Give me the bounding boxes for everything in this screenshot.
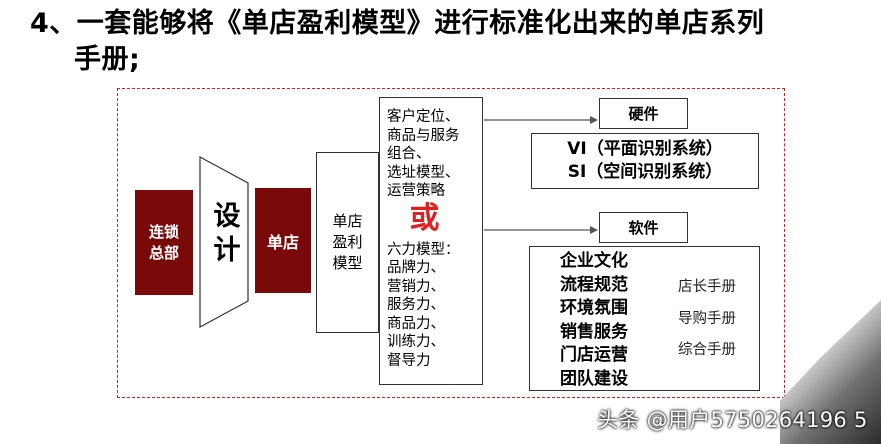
manuals-list: 店长手册 导购手册 综合手册 bbox=[678, 272, 736, 367]
diagram-frame bbox=[117, 88, 785, 398]
option-1-5: 运营策略 bbox=[387, 183, 445, 199]
option-2-5: 商品力、 bbox=[387, 315, 445, 332]
option-1-3: 组合、 bbox=[387, 146, 431, 162]
software-items: 企业文化 流程规范 环境氛围 销售服务 门店运营 团队建设 bbox=[560, 250, 628, 391]
option-1-4: 选址模型、 bbox=[387, 164, 460, 181]
software-item: 流程规范 bbox=[560, 274, 628, 295]
software-item: 团队建设 bbox=[560, 368, 628, 389]
software-item: 销售服务 bbox=[560, 321, 628, 342]
software-label: 软件 bbox=[599, 212, 688, 243]
option-1-1: 客户定位、 bbox=[387, 109, 460, 125]
model-label-3: 模型 bbox=[332, 254, 363, 272]
hardware-label: 硬件 bbox=[599, 98, 688, 129]
manual-store-manager: 店长手册 bbox=[678, 279, 736, 295]
watermark: 头条 @用户5750264196 5 bbox=[597, 408, 868, 432]
software-item: 环境氛围 bbox=[560, 298, 628, 318]
arrowhead-software bbox=[590, 226, 598, 234]
model-label-1: 单店 bbox=[332, 212, 363, 230]
hq-label-1: 连锁 bbox=[148, 222, 179, 241]
design-char-1: 设 bbox=[213, 201, 241, 232]
title-line-2: 手册; bbox=[74, 44, 141, 75]
manual-shopping-guide: 导购手册 bbox=[678, 310, 736, 327]
chain-hq-box: 连锁 总部 bbox=[135, 190, 193, 295]
software-box: 企业文化 流程规范 环境氛围 销售服务 门店运营 团队建设 店长手册 导购手册 … bbox=[529, 246, 760, 391]
profit-model-box: 单店 盈利 模型 bbox=[316, 152, 379, 333]
design-char-2: 计 bbox=[213, 235, 241, 266]
option-2-1: 六力模型： bbox=[387, 241, 460, 258]
hardware-box: VI（平面识别系统） SI（空间识别系统） bbox=[531, 133, 759, 189]
hardware-item-vi: VI（平面识别系统） bbox=[567, 139, 723, 159]
manual-comprehensive: 综合手册 bbox=[678, 342, 736, 358]
option-2-2: 品牌力、 bbox=[387, 260, 445, 276]
store-label: 单店 bbox=[266, 232, 299, 252]
hq-label-2: 总部 bbox=[148, 243, 179, 262]
option-2-7: 督导力 bbox=[387, 352, 431, 369]
option-2-6: 训练力、 bbox=[387, 334, 445, 350]
or-label: 或 bbox=[409, 200, 440, 236]
model-options-box: 客户定位、 商品与服务 组合、 选址模型、 运营策略 或 六力模型： 品牌力、 … bbox=[379, 97, 483, 385]
hardware-item-si: SI（空间识别系统） bbox=[567, 162, 723, 182]
single-store-box: 单店 bbox=[255, 188, 311, 293]
software-item: 企业文化 bbox=[560, 251, 628, 271]
option-1-2: 商品与服务 bbox=[387, 127, 460, 144]
software-label-text: 软件 bbox=[628, 219, 659, 237]
design-label: 设 计 bbox=[207, 200, 247, 268]
software-item: 门店运营 bbox=[560, 345, 628, 365]
arrowhead-hardware bbox=[590, 116, 598, 124]
title-line-1: 4、一套能够将《单店盈利模型》进行标准化出来的单店系列 bbox=[30, 8, 765, 39]
option-2-3: 营销力、 bbox=[387, 278, 445, 295]
model-label-2: 盈利 bbox=[332, 233, 363, 251]
option-2-4: 服务力、 bbox=[387, 297, 445, 313]
slide-title: 4、一套能够将《单店盈利模型》进行标准化出来的单店系列 手册; bbox=[30, 6, 850, 78]
design-trapezoid bbox=[199, 155, 249, 329]
hardware-label-text: 硬件 bbox=[628, 105, 659, 123]
